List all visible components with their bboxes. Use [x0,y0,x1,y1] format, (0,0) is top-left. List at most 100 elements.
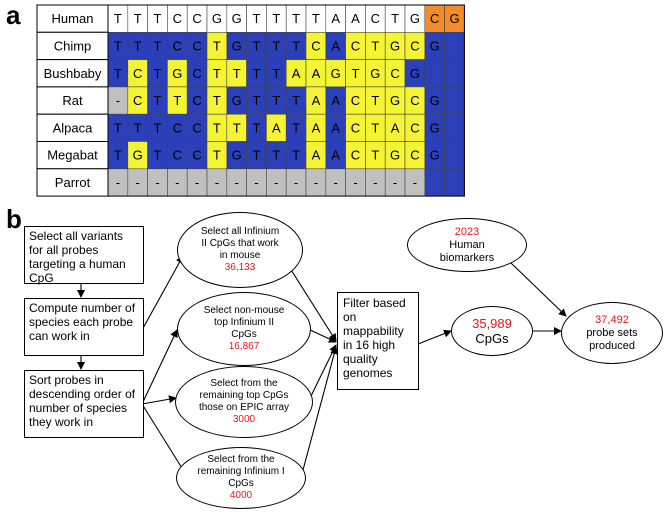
base-letter: C [192,120,201,135]
base-letter: T [272,66,280,81]
base-letter: G [390,93,400,108]
base-letter: G [232,93,242,108]
base-letter: A [331,148,340,163]
base-letter: G [390,38,400,53]
base-letter: A [312,93,321,108]
base-letter: A [351,11,360,26]
base-letter: G [430,120,440,135]
base-letter: A [331,120,340,135]
base-letter: C [173,11,182,26]
base-letter: G [133,148,143,163]
base-letter: T [272,148,280,163]
base-letter: A [312,66,321,81]
base-letter: - [373,175,377,190]
oval-mouse-cpgs-count: 36,133 [224,262,256,273]
base-letter: T [371,120,379,135]
compute-species-box: Compute number of species each probe can… [24,298,144,356]
base-letter: C [410,148,419,163]
base-letter: - [175,175,179,190]
sort-probes-box: Sort probes in descending order of numbe… [24,370,144,438]
base-letter: T [154,38,162,53]
base-letter: T [134,11,142,26]
base-letter: T [154,93,162,108]
base-letter: A [292,66,301,81]
species-label-cell [36,141,109,170]
base-letter: A [331,38,340,53]
base-letter: T [371,38,379,53]
base-letter: T [154,120,162,135]
base-letter: C [192,38,201,53]
base-letter: T [114,148,122,163]
species-label: Megabat [47,148,98,163]
base-letter: G [449,11,459,26]
base-letter: - [136,175,140,190]
base-letter: T [253,120,261,135]
base-letter: T [114,66,122,81]
base-letter: - [116,93,120,108]
base-letter: T [312,11,320,26]
base-letter: T [173,93,181,108]
base-letter: T [114,120,122,135]
oval-cpgs: 35,989 CpGs [451,306,533,356]
oval-human-biomarkers-count: 2023 [454,225,480,238]
base-letter: C [173,38,182,53]
base-letter: C [192,66,201,81]
oval-epic-cpgs-text: Select from the remaining top CpGs those… [198,378,290,413]
base-letter: G [370,66,380,81]
base-letter: - [235,175,239,190]
base-letter: - [116,175,120,190]
oval-probe-sets: 37,492 probe sets produced [561,302,663,364]
base-letter: T [391,11,399,26]
oval-epic-cpgs: Select from the remaining top CpGs those… [175,366,313,438]
species-label: Alpaca [53,120,94,135]
species-label-cell [36,168,109,197]
base-letter: - [294,175,298,190]
base-letter: C [351,93,360,108]
arrow-oval4-to-filter [302,346,339,471]
oval-non-mouse-cpgs: Select non-mouse top Infinium II CpGs 16… [177,292,311,366]
oval-human-biomarkers: 2023 Human biomarkers [407,218,527,272]
base-letter: C [351,38,360,53]
oval-infinium-i-cpgs: Select from the remaining Infinium I CpG… [176,447,306,509]
base-letter: T [154,148,162,163]
base-letter: T [272,11,280,26]
base-letter: A [312,148,321,163]
base-letter: T [292,148,300,163]
oval-infinium-i-cpgs-text: Select from the remaining Infinium I CpG… [197,454,285,489]
base-letter: - [353,175,357,190]
base-letter: C [173,120,182,135]
base-letter: T [253,66,261,81]
oval-infinium-i-cpgs-count: 4000 [229,490,253,501]
base-letter: G [430,148,440,163]
species-label: Bushbaby [44,66,102,81]
species-label: Human [52,11,94,26]
panel-a-label: a [6,0,21,30]
base-letter: - [155,175,159,190]
oval-cpgs-label: CpGs [475,331,509,346]
base-letter: G [410,11,420,26]
base-letter: C [351,148,360,163]
base-letter: T [213,66,221,81]
arrow-sort-to-oval2 [141,329,178,405]
base-letter: C [192,93,201,108]
oval-probe-sets-label: probe sets produced [586,326,638,352]
base-letter: A [312,120,321,135]
base-letter: T [272,93,280,108]
oval-non-mouse-cpgs-count: 16,867 [228,341,260,352]
base-letter: G [232,148,242,163]
oval-mouse-cpgs-text: Select all Infinium II CpGs that work in… [200,226,280,261]
arrow-filter-to-cpgs [417,329,452,345]
base-letter: C [410,93,419,108]
base-letter: - [334,175,338,190]
base-letter: A [331,11,340,26]
base-letter: T [233,66,241,81]
base-letter: G [172,66,182,81]
species-label-cell [36,113,109,142]
base-letter: A [391,120,400,135]
grid-border [107,4,465,197]
base-letter: G [430,93,440,108]
base-letter: G [232,38,242,53]
base-letter: C [410,38,419,53]
base-letter: T [154,11,162,26]
base-letter: C [410,120,419,135]
